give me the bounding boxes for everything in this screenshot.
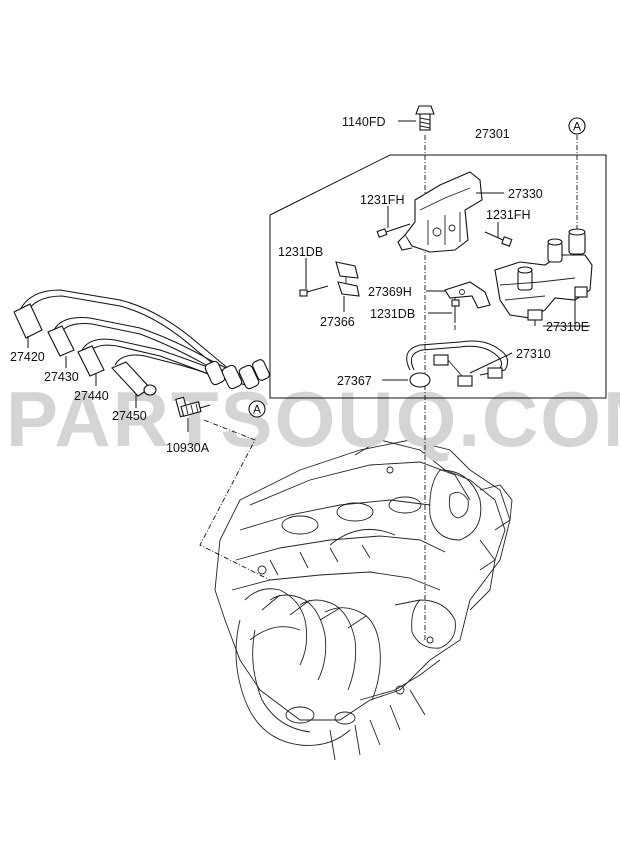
spark-plug-10930a[interactable]: [175, 396, 211, 418]
label-1231fh-right[interactable]: 1231FH: [486, 208, 530, 222]
bolt-1231db-left[interactable]: [299, 285, 329, 297]
bolt-1140fd[interactable]: [415, 105, 435, 131]
svg-text:A: A: [253, 403, 261, 417]
label-27366[interactable]: 27366: [320, 315, 355, 329]
clip-27366[interactable]: [335, 261, 360, 297]
engine-block-illustration: [214, 439, 513, 761]
ignition-coil-27310[interactable]: [494, 228, 593, 321]
label-1231db-right[interactable]: 1231DB: [370, 307, 415, 321]
bolt-1231fh-left[interactable]: [376, 223, 411, 238]
label-27310e[interactable]: 27310E: [546, 320, 589, 334]
bolt-1231db-right[interactable]: [451, 299, 460, 322]
label-1231db-left[interactable]: 1231DB: [278, 245, 323, 259]
bolt-1231fh-right[interactable]: [484, 231, 513, 247]
label-27440[interactable]: 27440: [74, 389, 109, 403]
label-27430[interactable]: 27430: [44, 370, 79, 384]
label-10930a[interactable]: 10930A: [166, 441, 210, 455]
spark-plug-cables[interactable]: [13, 289, 271, 397]
label-27369h[interactable]: 27369H: [368, 285, 412, 299]
label-27330[interactable]: 27330: [508, 187, 543, 201]
bracket-27330[interactable]: [397, 171, 483, 253]
label-1140fd[interactable]: 1140FD: [342, 115, 386, 129]
label-27420[interactable]: 27420: [10, 350, 45, 364]
wiring-harness-27367[interactable]: [406, 340, 509, 388]
leader-lines: [27, 120, 590, 432]
part-labels: 1140FD 27301 27330 1231FH 1231FH 1231DB …: [10, 115, 589, 455]
watermark-text: PARTSOUQ.COM: [6, 375, 620, 463]
label-27367[interactable]: 27367: [337, 374, 372, 388]
svg-text:A: A: [573, 120, 581, 134]
label-1231fh-left[interactable]: 1231FH: [360, 193, 404, 207]
reference-marker-a-top: A: [568, 117, 586, 135]
label-27450[interactable]: 27450: [112, 409, 147, 423]
bracket-27369h[interactable]: [444, 281, 491, 309]
reference-marker-a-bottom: A: [248, 400, 266, 418]
assembly-frame: [269, 154, 607, 399]
label-27301[interactable]: 27301: [475, 127, 510, 141]
label-27310[interactable]: 27310: [516, 347, 551, 361]
